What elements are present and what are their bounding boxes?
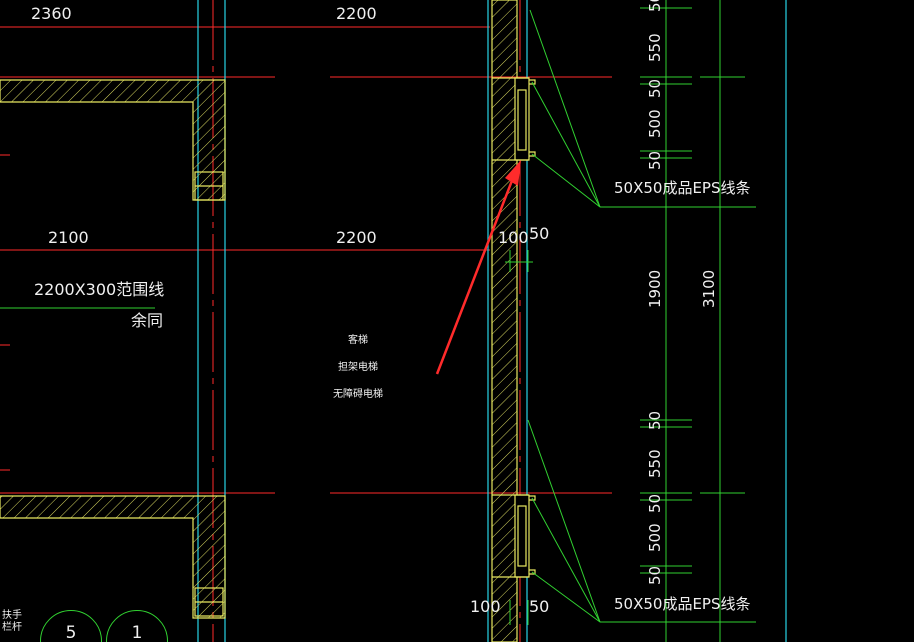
- vdim-upper-2: 550: [646, 33, 664, 62]
- upper-room-wall: [0, 79, 226, 201]
- wall-dim-upper-b: 50: [529, 224, 550, 243]
- shaft-wall: [491, 0, 536, 642]
- vdim-total: 3100: [700, 269, 718, 308]
- vdim-upper-5: 50: [646, 150, 664, 170]
- range-line-label: 2200X300范围线: [34, 280, 165, 299]
- eps-label-upper: 50X50成品EPS线条: [614, 179, 751, 197]
- dimension-lines: [0, 0, 756, 642]
- corner-note: 扶手 栏杆: [2, 610, 22, 633]
- vdim-upper-4: 500: [646, 109, 664, 138]
- elevator-note-1: 客梯: [348, 335, 368, 346]
- vdim-lower-3: 50: [646, 493, 664, 513]
- vdim-lower-1: 50: [646, 410, 664, 430]
- red-arrow: [435, 160, 521, 375]
- vdim-middle: 1900: [646, 269, 664, 308]
- vdim-lower-2: 550: [646, 449, 664, 478]
- eps-label-lower: 50X50成品EPS线条: [614, 595, 751, 613]
- elevator-note-3: 无障碍电梯: [333, 389, 383, 400]
- elevator-note-2: 担架电梯: [338, 362, 378, 373]
- vdim-upper-3: 50: [646, 78, 664, 98]
- wall-dim-upper-a: 100: [498, 228, 529, 247]
- dim-middle-left: 2100: [48, 228, 89, 247]
- wall-dim-lower-a: 100: [470, 597, 501, 616]
- lower-room-wall: [0, 495, 226, 619]
- vdim-lower-4: 500: [646, 523, 664, 552]
- range-line-sub: 余同: [131, 311, 164, 330]
- dim-top-left: 2360: [31, 4, 72, 23]
- dim-top-right: 2200: [336, 4, 377, 23]
- vdim-lower-5: 50: [646, 565, 664, 585]
- wall-dim-lower-b: 50: [529, 597, 550, 616]
- dim-middle-right: 2200: [336, 228, 377, 247]
- vdim-upper-1: 50: [646, 0, 664, 12]
